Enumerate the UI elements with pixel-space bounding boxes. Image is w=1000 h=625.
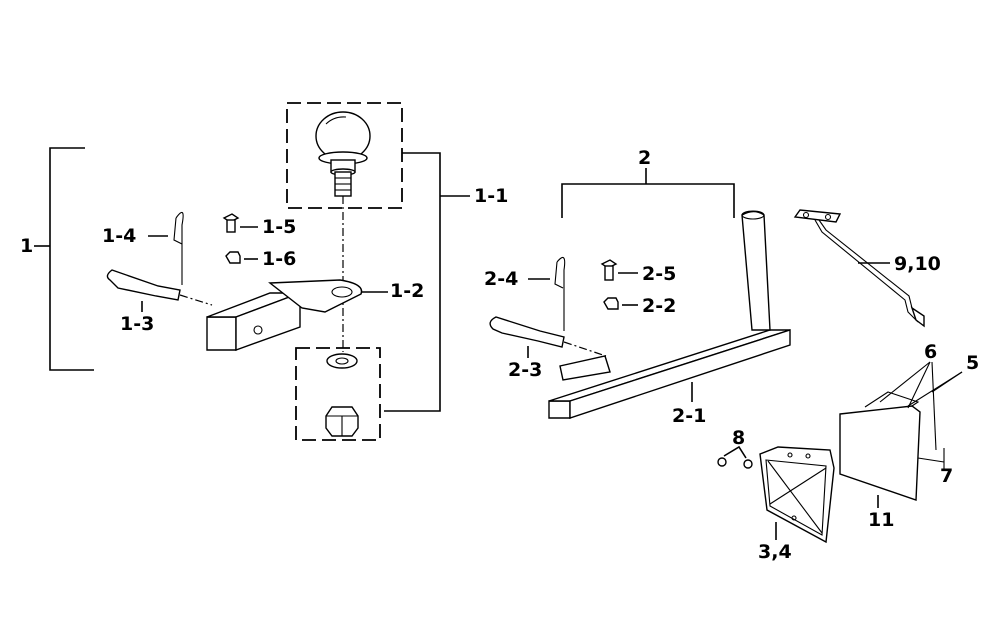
support-rod — [793, 209, 925, 328]
ball-mount — [206, 279, 388, 351]
bracket-1-1 — [384, 152, 470, 412]
callout-1-4: 1-4 — [102, 225, 136, 247]
hitch-ball — [286, 102, 403, 209]
nut-2-2 — [603, 297, 638, 310]
callout-2-3: 2-3 — [508, 359, 542, 381]
callout-1-2: 1-2 — [390, 280, 424, 302]
bracket-group-2 — [561, 168, 735, 218]
callout-8: 8 — [732, 427, 745, 449]
hitch-pin-2-3 — [489, 316, 607, 358]
callout-2-5: 2-5 — [642, 263, 676, 285]
callout-1-6: 1-6 — [262, 248, 296, 270]
nut-1-6 — [225, 251, 258, 264]
callout-1: 1 — [20, 235, 33, 257]
callout-11: 11 — [868, 509, 894, 531]
leaders-5-6-7 — [879, 361, 963, 470]
callout-7: 7 — [940, 465, 953, 487]
hairpin-clip-2-4 — [528, 256, 566, 331]
callout-2: 2 — [638, 147, 651, 169]
bolt-1-5 — [222, 213, 258, 233]
callout-2-1: 2-1 — [672, 405, 706, 427]
callout-5: 5 — [966, 352, 979, 374]
callout-3-4: 3,4 — [758, 541, 792, 563]
callout-2-4: 2-4 — [484, 268, 518, 290]
screws-8 — [717, 445, 753, 469]
hairpin-clip-1-4 — [148, 211, 184, 285]
callout-1-3: 1-3 — [120, 313, 154, 335]
callout-2-2: 2-2 — [642, 295, 676, 317]
mud-flap — [839, 391, 921, 508]
stand-frame — [548, 210, 791, 419]
callout-1-1: 1-1 — [474, 185, 508, 207]
callout-6: 6 — [924, 341, 937, 363]
bolt-2-5 — [600, 259, 638, 281]
callout-9-10: 9,10 — [894, 253, 941, 275]
bracket-group-1 — [34, 147, 94, 371]
plate-bracket — [759, 446, 835, 544]
callout-1-5: 1-5 — [262, 216, 296, 238]
washer-nut — [295, 347, 381, 441]
hitch-pin-1-3 — [106, 269, 213, 312]
